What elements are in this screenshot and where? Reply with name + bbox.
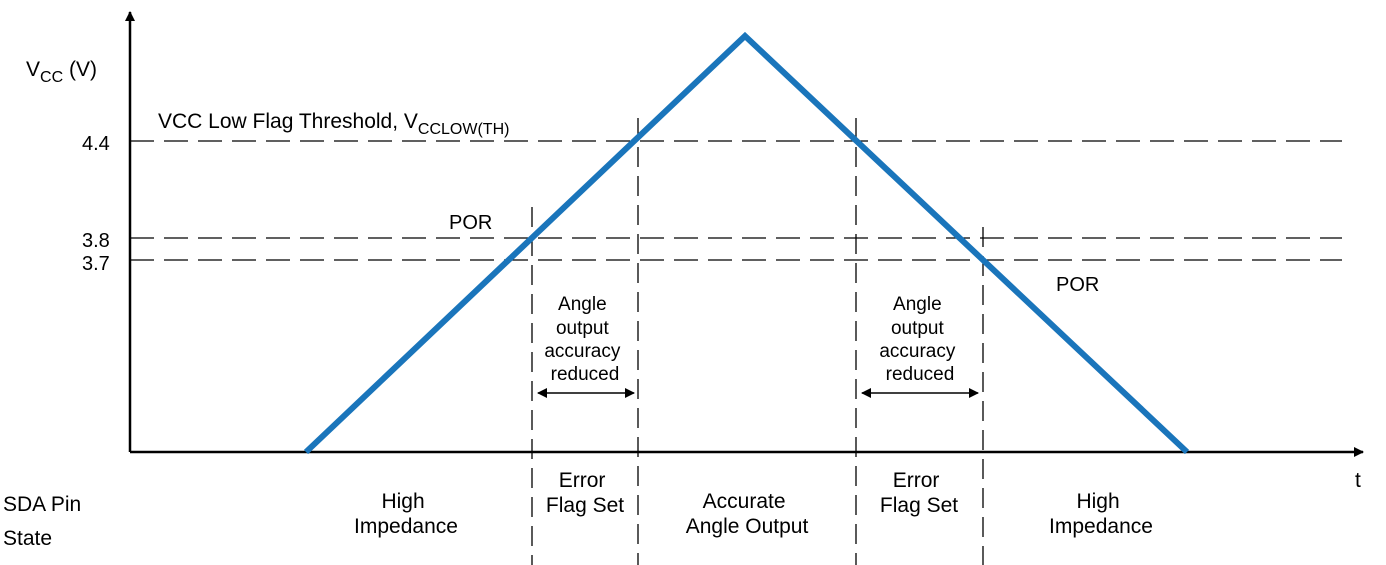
accuracy-note-falling: Angle output accuracy reduced xyxy=(879,294,960,385)
sda-state-high-impedance-right: High Impedance xyxy=(1049,490,1153,538)
threshold-label: VCC Low Flag Threshold, VCCLOW(TH) xyxy=(158,110,509,138)
accuracy-note-rising: Angle output accuracy reduced xyxy=(544,294,625,385)
tick-label-3-8: 3.8 xyxy=(82,230,110,252)
sda-state-title: SDA Pin State xyxy=(3,493,87,550)
vcc-trace xyxy=(303,31,1190,455)
tick-label-4-4: 4.4 xyxy=(82,133,110,155)
sda-state-accurate-output: Accurate Angle Output xyxy=(686,490,809,538)
x-axis-label: t xyxy=(1355,469,1361,492)
sda-state-error-flag-rising: Error Flag Set xyxy=(546,469,624,517)
por-label-rising: POR xyxy=(449,212,492,234)
tick-label-3-7: 3.7 xyxy=(82,253,110,275)
sda-state-error-flag-falling: Error Flag Set xyxy=(880,469,958,517)
y-axis-label: VCC (V) xyxy=(26,58,97,86)
por-label-falling: POR xyxy=(1056,274,1099,296)
sda-state-high-impedance-left: High Impedance xyxy=(354,490,458,538)
